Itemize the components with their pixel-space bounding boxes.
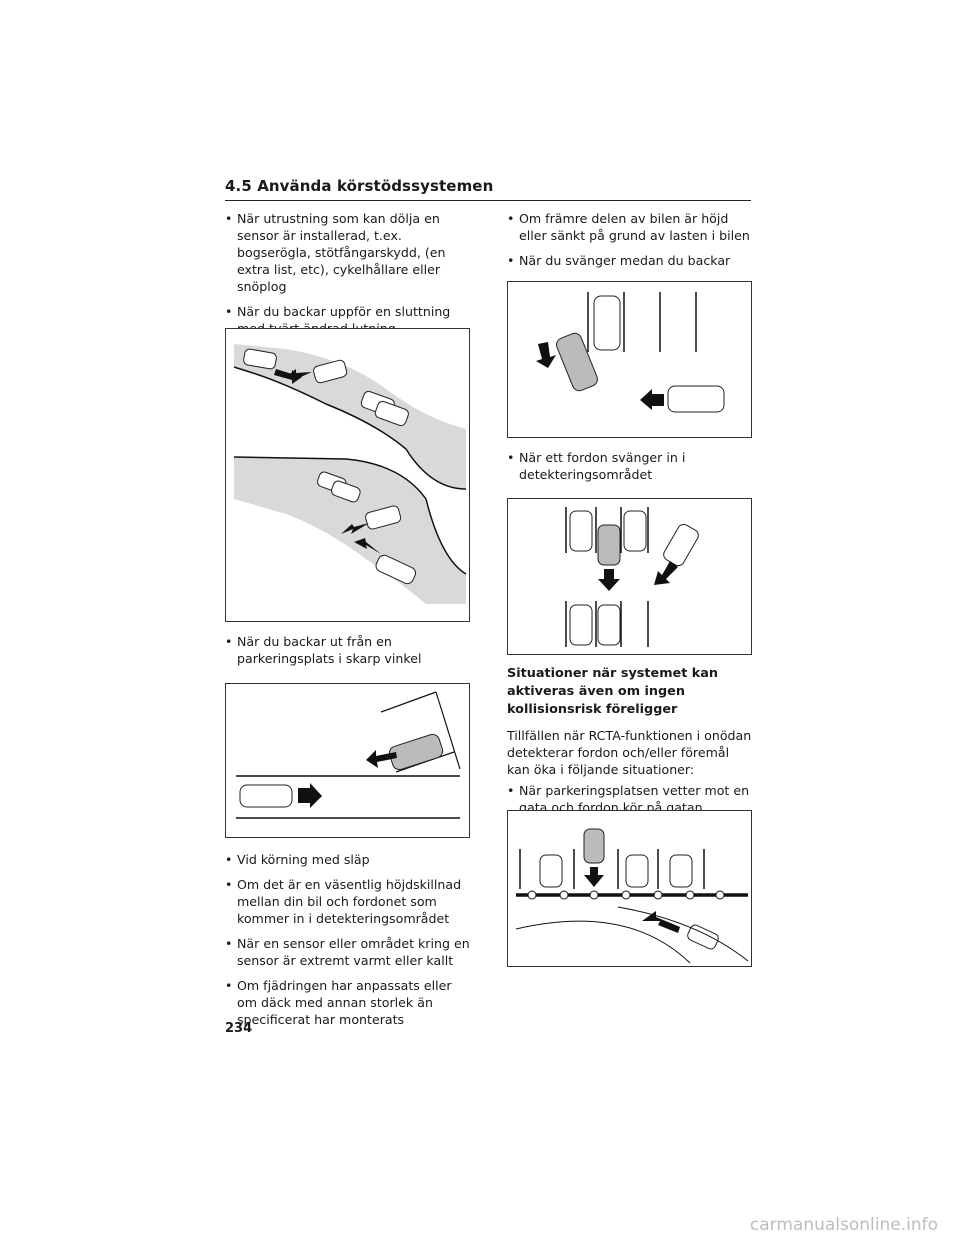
- figure-entering: [507, 498, 752, 655]
- left-bullets-b: •När du backar ut från en parkeringsplat…: [225, 633, 470, 675]
- watermark[interactable]: carmanualsonline.info: [749, 1215, 938, 1235]
- right-text-block: Situationer när systemet kan aktiveras ä…: [507, 665, 752, 824]
- list-item: •Om det är en väsentlig höjdskillnad mel…: [225, 877, 462, 926]
- list-item: •Om främre delen av bilen är höjd eller …: [507, 211, 750, 243]
- list-item: •Vid körning med släp: [225, 852, 370, 867]
- list-item: •När ett fordon svänger in i detektering…: [507, 450, 686, 482]
- section-title: 4.5 Använda körstödssystemen: [225, 177, 494, 195]
- figure-turning: [507, 281, 752, 438]
- subheading: Situationer när systemet kan aktiveras ä…: [507, 666, 719, 717]
- paragraph: Tillfällen när RCTA-funktionen i onödan …: [507, 728, 752, 777]
- right-bullets-a: •Om främre delen av bilen är höjd eller …: [507, 210, 752, 277]
- list-item: •När en sensor eller området kring en se…: [225, 936, 470, 968]
- left-bullets-a: •När utrustning som kan dölja en sensor …: [225, 210, 470, 345]
- right-bullets-b: •När ett fordon svänger in i detektering…: [507, 449, 752, 491]
- figure-street: [507, 810, 752, 967]
- left-bullets-c: •Vid körning med släp •Om det är en väse…: [225, 851, 470, 1036]
- section-header: 4.5 Använda körstödssystemen: [225, 176, 751, 201]
- figure-slope: [225, 328, 470, 622]
- figure-sharp-angle: [225, 683, 470, 838]
- list-item: •Om fjädringen har anpassats eller om dä…: [225, 978, 452, 1027]
- page-number: 234: [225, 1021, 253, 1036]
- list-item: •När du svänger medan du backar: [507, 253, 731, 268]
- list-item: •När utrustning som kan dölja en sensor …: [225, 211, 446, 294]
- list-item: •När du backar ut från en parkeringsplat…: [225, 634, 422, 666]
